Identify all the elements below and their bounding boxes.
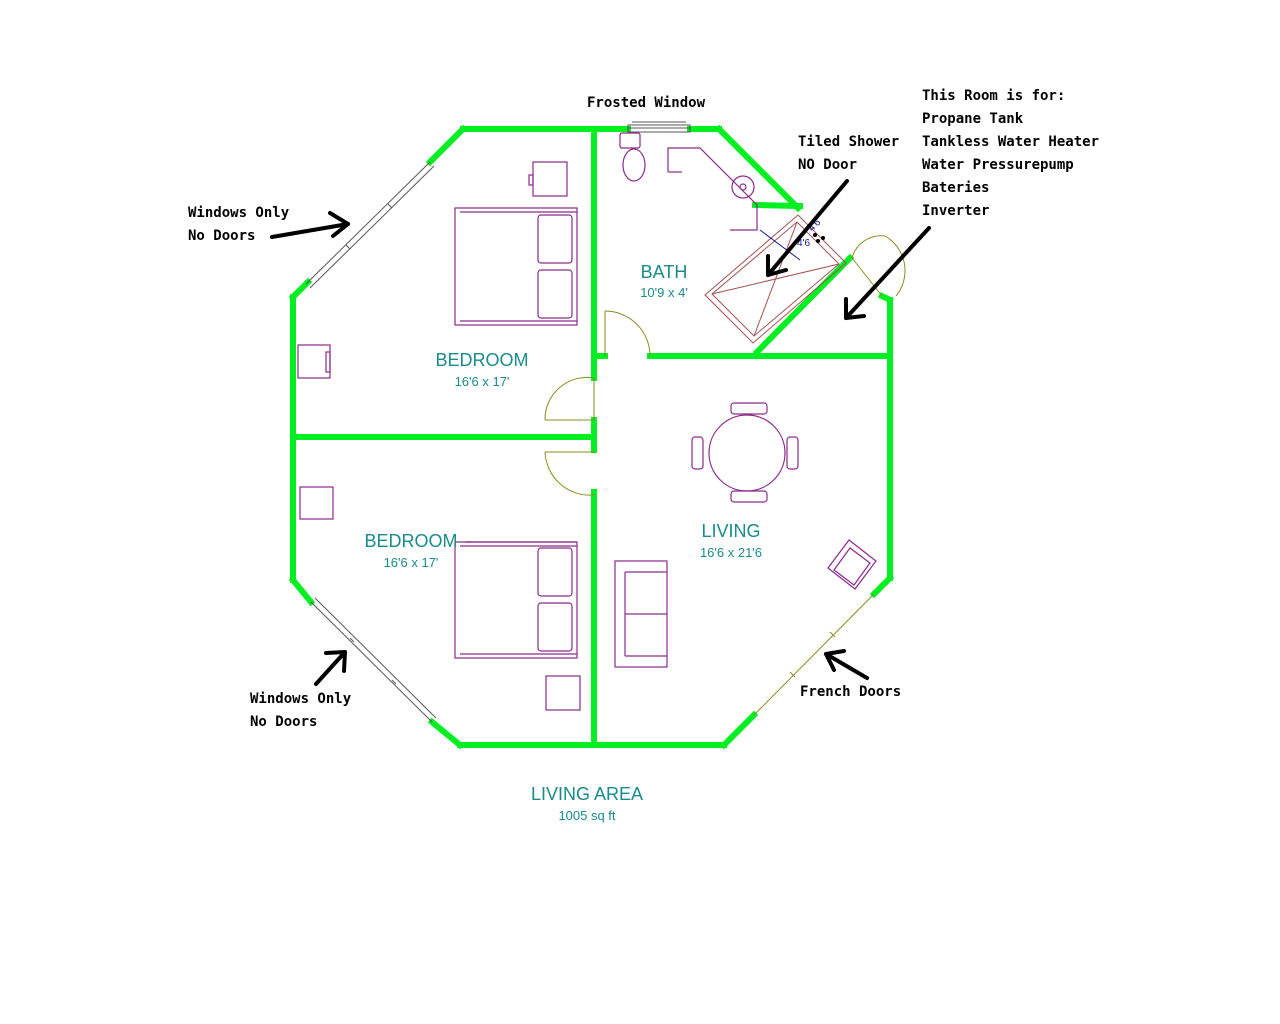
utility-line-2: Propane Tank — [922, 111, 1024, 127]
arrow-french-doors — [824, 649, 869, 680]
bedroom-bottom-name: BEDROOM — [364, 531, 457, 551]
nightstand-bottom-2 — [545, 675, 581, 711]
frosted-window-label: Frosted Window — [587, 95, 706, 111]
tiled-shower-line-2: NO Door — [798, 157, 857, 173]
living-area-label: LIVING AREA — [531, 784, 643, 804]
bedroom-door-top — [544, 376, 595, 421]
bath-name: BATH — [641, 262, 688, 282]
armchair — [827, 539, 877, 590]
living-name: LIVING — [701, 521, 760, 541]
french-doors — [753, 593, 875, 716]
utility-line-5: Bateries — [922, 180, 989, 196]
tiled-shower — [704, 214, 847, 344]
arrow-windows-top — [270, 211, 350, 239]
utility-line-3: Tankless Water Heater — [922, 134, 1099, 150]
window-top-left — [305, 161, 435, 289]
utility-line-1: This Room is for: — [922, 88, 1065, 104]
toilet — [619, 132, 646, 182]
bedroom-top-name: BEDROOM — [435, 350, 528, 370]
window-bottom-left — [310, 597, 437, 723]
bedroom-bottom-dims: 16'6 x 17' — [384, 555, 439, 570]
dining-table — [691, 402, 799, 503]
bedroom-door-bottom — [544, 451, 595, 496]
windows-top-line-2: No Doors — [188, 228, 255, 244]
french-doors-label: French Doors — [800, 684, 901, 700]
utility-door — [851, 235, 906, 297]
bath-door — [604, 310, 651, 357]
windows-bottom-line-2: No Doors — [250, 714, 317, 730]
nightstand-top-2 — [297, 344, 331, 379]
nightstand-top-1 — [528, 161, 568, 197]
bed-bottom — [454, 541, 578, 659]
utility-line-6: Inverter — [922, 203, 989, 219]
vanity — [667, 147, 758, 231]
arrow-windows-bottom — [314, 650, 347, 686]
shower-dim-b: 4'6 — [797, 238, 810, 249]
bath-dims: 10'9 x 4' — [640, 285, 688, 300]
utility-line-4: Water Pressurepump — [922, 157, 1074, 173]
living-dims: 16'6 x 21'6 — [700, 545, 762, 560]
sofa — [614, 560, 668, 668]
living-area-value: 1005 sq ft — [558, 808, 615, 823]
nightstand-bottom-1 — [299, 486, 334, 520]
bedroom-top-dims: 16'6 x 17' — [455, 374, 510, 389]
bed-top — [454, 207, 578, 326]
tiled-shower-line-1: Tiled Shower — [798, 134, 899, 150]
windows-top-line-1: Windows Only — [188, 205, 290, 221]
arrow-utility-room — [844, 226, 931, 320]
arrow-tiled-shower — [766, 179, 849, 277]
frosted-window — [627, 121, 691, 133]
windows-bottom-line-1: Windows Only — [250, 691, 352, 707]
interior-walls — [293, 126, 893, 748]
